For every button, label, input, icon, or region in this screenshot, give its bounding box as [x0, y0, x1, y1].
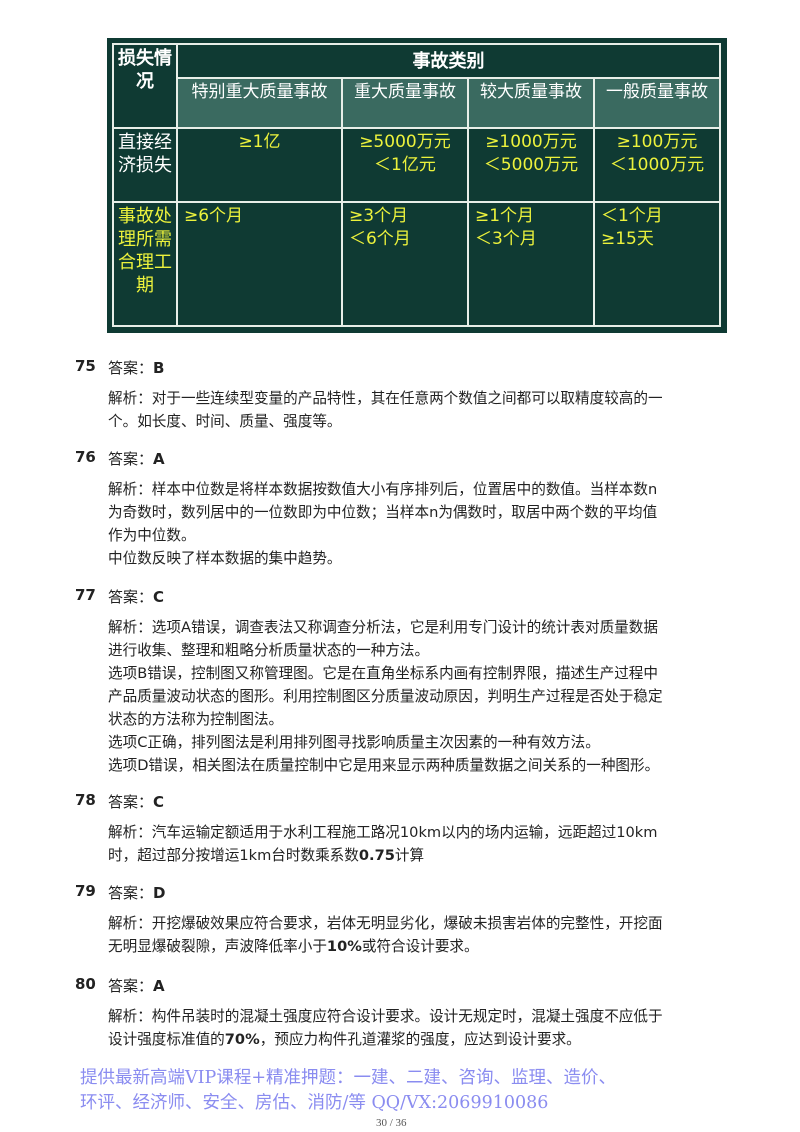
explanation-line: 状态的方法称为控制图法。 — [108, 708, 663, 731]
explanation-line: 个。如长度、时间、质量、强度等。 — [108, 410, 663, 433]
table-cell: ≥3个月＜6个月 — [340, 201, 469, 327]
explanation-text: 解析：构件吊装时的混凝土强度应符合设计要求。设计无规定时，混凝土强度不应低于 — [108, 1008, 663, 1025]
answer: 答案：A — [108, 975, 165, 996]
explanation-line: 进行收集、整理和粗略分析质量状态的一种方法。 — [108, 639, 663, 662]
explanation-text: 10% — [326, 938, 362, 955]
promo-line: 环评、经济师、安全、房估、消防/等 QQ/VX:2069910086 — [80, 1093, 549, 1113]
explanation-line: 时，超过部分按增运1km台时数乘系数0.75计算 — [108, 844, 657, 867]
explanation: 解析：构件吊装时的混凝土强度应符合设计要求。设计无规定时，混凝土强度不应低于设计… — [108, 1005, 663, 1051]
explanation-text: 70% — [224, 1031, 260, 1048]
explanation-text: 中位数反映了样本数据的集中趋势。 — [108, 550, 342, 567]
answer-label: 答案： — [108, 793, 154, 811]
explanation-line: 解析：对于一些连续型变量的产品特性，其在任意两个数值之间都可以取精度较高的一 — [108, 387, 663, 410]
question-number: 76 — [75, 448, 96, 466]
answer-letter: C — [153, 588, 165, 606]
explanation-text: 解析：选项A错误，调查表法又称调查分析法，它是利用专门设计的统计表对质量数据 — [108, 619, 658, 636]
explanation-text: 设计强度标准值的 — [108, 1031, 225, 1048]
promo-footer: 提供最新高端VIP课程+精准押题：一建、二建、咨询、监理、造价、 环评、经济师、… — [80, 1066, 616, 1116]
explanation-line: 为奇数时，数列居中的一位数即为中位数；当样本n为偶数时，取居中两个数的平均值 — [108, 501, 657, 524]
answer-letter: A — [153, 977, 165, 995]
explanation-text: 选项D错误，相关图法在质量控制中它是用来显示两种质量数据之间关系的一种图形。 — [108, 757, 660, 774]
explanation-text: 解析：对于一些连续型变量的产品特性，其在任意两个数值之间都可以取精度较高的一 — [108, 390, 663, 407]
explanation-text: 解析：样本中位数是将样本数据按数值大小有序排列后，位置居中的数值。当样本数n — [108, 481, 658, 498]
accident-classification-table-image: 损失情况 事故类别 特别重大质量事故 重大质量事故 较大质量事故 一般质量事故 … — [107, 38, 727, 333]
explanation-line: 无明显爆破裂隙，声波降低率小于10%或符合设计要求。 — [108, 935, 663, 958]
explanation-text: 状态的方法称为控制图法。 — [108, 711, 284, 728]
answer-letter: D — [153, 884, 166, 902]
question-number: 75 — [75, 357, 96, 375]
explanation: 解析：样本中位数是将样本数据按数值大小有序排列后，位置居中的数值。当样本数n 为奇… — [108, 478, 657, 570]
category-header: 较大质量事故 — [466, 77, 595, 129]
page-number: 30 / 36 — [376, 1117, 407, 1129]
explanation-line: 解析：开挖爆破效果应符合要求，岩体无明显劣化，爆破未损害岩体的完整性，开挖面 — [108, 912, 663, 935]
table-cell: ≥5000万元＜1亿元 — [340, 127, 469, 203]
explanation-line: 选项C正确，排列图法是利用排列图寻找影响质量主次因素的一种有效方法。 — [108, 731, 663, 754]
explanation-text: 作为中位数。 — [108, 527, 196, 544]
question-number: 77 — [75, 586, 96, 604]
explanation-line: 产品质量波动状态的图形。利用控制图区分质量波动原因，判明生产过程是否处于稳定 — [108, 685, 663, 708]
answer-letter: C — [153, 793, 165, 811]
explanation-text: 0.75 — [358, 847, 395, 864]
group-header: 事故类别 — [176, 43, 721, 79]
explanation-text: 解析：开挖爆破效果应符合要求，岩体无明显劣化，爆破未损害岩体的完整性，开挖面 — [108, 915, 663, 932]
explanation-text: 或符合设计要求。 — [361, 938, 479, 955]
corner-header: 损失情况 — [112, 43, 178, 129]
row-header: 直接经济损失 — [112, 127, 178, 203]
explanation-line: 选项D错误，相关图法在质量控制中它是用来显示两种质量数据之间关系的一种图形。 — [108, 754, 663, 777]
explanation: 解析：开挖爆破效果应符合要求，岩体无明显劣化，爆破未损害岩体的完整性，开挖面无明… — [108, 912, 663, 958]
answer-label: 答案： — [108, 884, 154, 902]
question-number: 80 — [75, 975, 96, 993]
question-number: 78 — [75, 791, 96, 809]
explanation-text: 产品质量波动状态的图形。利用控制图区分质量波动原因，判明生产过程是否处于稳定 — [108, 688, 663, 705]
table-cell: ≥1个月＜3个月 — [466, 201, 595, 327]
explanation: 解析：选项A错误，调查表法又称调查分析法，它是利用专门设计的统计表对质量数据进行… — [108, 616, 663, 777]
explanation-text: 为奇数时，数列居中的一位数即为中位数；当样本n为偶数时，取居中两个数的平均值 — [108, 504, 658, 521]
promo-line: 提供最新高端VIP课程+精准押题：一建、二建、咨询、监理、造价、 — [80, 1068, 616, 1088]
row-header: 事故处理所需合理工期 — [112, 201, 178, 327]
answer: 答案：B — [108, 357, 164, 378]
answer-label: 答案： — [108, 977, 154, 995]
answer: 答案：C — [108, 791, 164, 812]
table-cell: ≥100万元＜1000万元 — [592, 127, 722, 203]
category-header: 重大质量事故 — [340, 77, 469, 129]
table-cell: ≥6个月 — [176, 201, 343, 327]
answer-letter: A — [153, 450, 165, 468]
explanation-line: 中位数反映了样本数据的集中趋势。 — [108, 547, 657, 570]
explanation-line: 解析：构件吊装时的混凝土强度应符合设计要求。设计无规定时，混凝土强度不应低于 — [108, 1005, 663, 1028]
accident-classification-table: 损失情况 事故类别 特别重大质量事故 重大质量事故 较大质量事故 一般质量事故 … — [112, 43, 722, 327]
answer: 答案：D — [108, 882, 165, 903]
table-cell: ≥1亿 — [176, 127, 343, 203]
explanation-line: 解析：样本中位数是将样本数据按数值大小有序排列后，位置居中的数值。当样本数n — [108, 478, 657, 501]
explanation-text: 选项C正确，排列图法是利用排列图寻找影响质量主次因素的一种有效方法。 — [108, 734, 600, 751]
explanation-line: 作为中位数。 — [108, 524, 657, 547]
explanation: 解析：对于一些连续型变量的产品特性，其在任意两个数值之间都可以取精度较高的一个。… — [108, 387, 663, 433]
explanation-text: 无明显爆破裂隙，声波降低率小于 — [108, 938, 327, 955]
explanation-text: 选项B错误，控制图又称管理图。它是在直角坐标系内画有控制界限，描述生产过程中 — [108, 665, 658, 682]
explanation-text: ，预应力构件孔道灌浆的强度，应达到设计要求。 — [259, 1031, 581, 1048]
question-number: 79 — [75, 882, 96, 900]
explanation-text: 个。如长度、时间、质量、强度等。 — [108, 413, 342, 430]
explanation-text: 时，超过部分按增运1km台时数乘系数 — [108, 847, 359, 864]
explanation-text: 解析：汽车运输定额适用于水利工程施工路况10km以内的场内运输，远距超过10km — [108, 824, 658, 841]
category-header: 特别重大质量事故 — [176, 77, 343, 129]
explanation-line: 解析：选项A错误，调查表法又称调查分析法，它是利用专门设计的统计表对质量数据 — [108, 616, 663, 639]
category-header: 一般质量事故 — [592, 77, 722, 129]
answer: 答案：A — [108, 448, 165, 469]
answer-label: 答案： — [108, 359, 154, 377]
explanation: 解析：汽车运输定额适用于水利工程施工路况10km以内的场内运输，远距超过10km… — [108, 821, 657, 867]
explanation-text: 计算 — [394, 847, 425, 864]
table-cell: ≥1000万元＜5000万元 — [466, 127, 595, 203]
answer-label: 答案： — [108, 450, 154, 468]
table-cell: ＜1个月≥15天 — [592, 201, 722, 327]
explanation-line: 解析：汽车运输定额适用于水利工程施工路况10km以内的场内运输，远距超过10km — [108, 821, 657, 844]
explanation-text: 进行收集、整理和粗略分析质量状态的一种方法。 — [108, 642, 430, 659]
answer-letter: B — [153, 359, 165, 377]
explanation-line: 选项B错误，控制图又称管理图。它是在直角坐标系内画有控制界限，描述生产过程中 — [108, 662, 663, 685]
answer-label: 答案： — [108, 588, 154, 606]
explanation-line: 设计强度标准值的70%，预应力构件孔道灌浆的强度，应达到设计要求。 — [108, 1028, 663, 1051]
answer: 答案：C — [108, 586, 164, 607]
